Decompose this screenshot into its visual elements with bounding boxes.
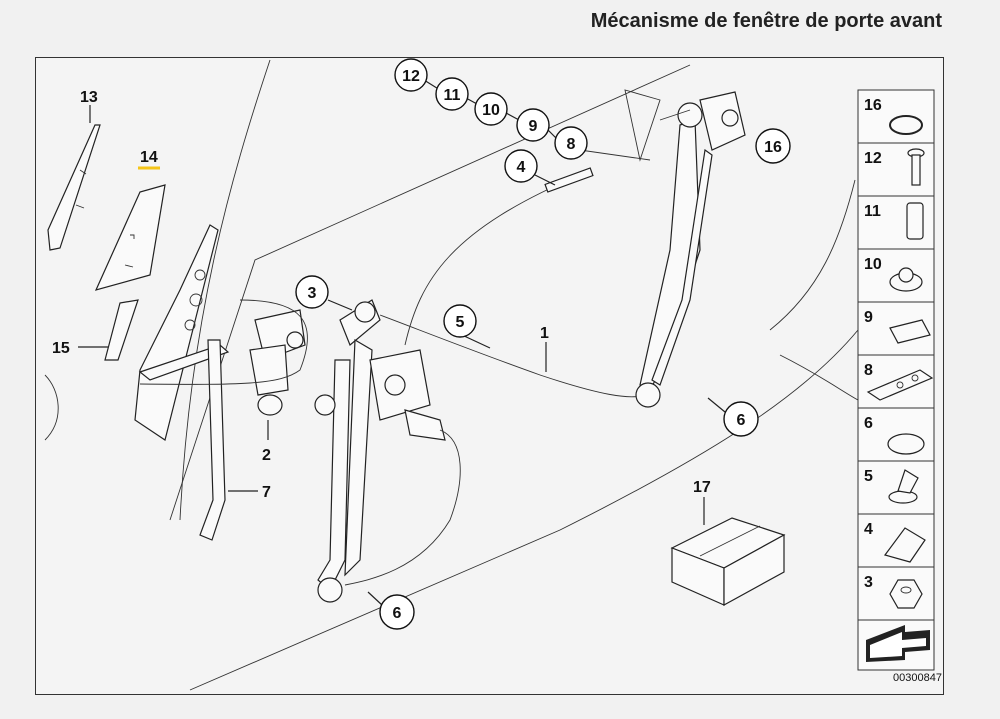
svg-text:9: 9 <box>529 118 538 135</box>
bolt-icon <box>907 148 925 186</box>
bracket-icon <box>866 369 934 401</box>
guide-marker <box>624 89 661 162</box>
callout-12: 12 <box>394 58 428 92</box>
reference-number: 00300847 <box>893 672 942 684</box>
callout-3: 3 <box>295 275 329 309</box>
arrow-icon <box>866 625 930 662</box>
leader-4 <box>534 174 556 186</box>
callout-10: 10 <box>474 92 508 126</box>
hex-nut-icon <box>889 579 923 609</box>
callout-16: 16 <box>755 128 791 164</box>
callout-8: 8 <box>554 126 588 160</box>
callout-5: 5 <box>443 304 477 338</box>
label-15: 15 <box>52 340 70 357</box>
plug-icon <box>887 433 925 455</box>
door-outline-edge <box>44 374 59 441</box>
part-2-motor <box>139 299 308 416</box>
door-outline-right <box>779 354 859 401</box>
door-outline-bottom <box>189 329 859 691</box>
legend-9: 9 <box>864 309 873 326</box>
part-4-sheath <box>544 167 594 193</box>
svg-text:12: 12 <box>402 68 420 85</box>
svg-text:6: 6 <box>737 412 746 429</box>
legend-10: 10 <box>864 256 882 273</box>
label-13: 13 <box>80 89 98 106</box>
callout-6b: 6 <box>379 594 415 630</box>
svg-text:4: 4 <box>517 159 526 176</box>
leader-6a <box>707 397 726 413</box>
spacer-icon <box>906 202 924 240</box>
legend-5: 5 <box>864 468 873 485</box>
legend-12: 12 <box>864 150 882 167</box>
svg-text:10: 10 <box>482 102 500 119</box>
part-14-glass <box>94 184 166 291</box>
label-17: 17 <box>693 479 711 496</box>
leader-3 <box>327 299 353 311</box>
svg-text:6: 6 <box>393 605 402 622</box>
part-13-trim <box>47 124 101 251</box>
svg-text:5: 5 <box>456 314 465 331</box>
part-1-regulator-right <box>635 91 746 408</box>
part-1-regulator-left <box>314 299 461 603</box>
part-1-cable <box>379 314 646 398</box>
clamp-icon <box>883 527 926 563</box>
part-17-box <box>670 517 786 607</box>
callout-9: 9 <box>516 108 550 142</box>
diagram-title: Mécanisme de fenêtre de porte avant <box>590 10 942 32</box>
cable-holder-icon <box>888 469 919 504</box>
label-7: 7 <box>262 484 271 501</box>
parts-legend: 16 12 11 10 9 8 6 5 4 3 <box>857 89 935 671</box>
legend-3: 3 <box>864 574 873 591</box>
cable-upper <box>404 174 581 346</box>
o-ring-icon <box>889 115 923 135</box>
door-outline-rear <box>769 179 856 331</box>
callout-11: 11 <box>435 77 469 111</box>
svg-text:8: 8 <box>567 136 576 153</box>
leader-6b <box>367 591 383 606</box>
nut-icon <box>889 267 923 292</box>
callout-4: 4 <box>504 149 538 183</box>
svg-text:11: 11 <box>444 87 461 104</box>
clip-plate-icon <box>889 319 931 344</box>
svg-text:16: 16 <box>764 139 782 156</box>
diagram-frame <box>35 57 944 695</box>
leader-5 <box>461 334 491 349</box>
part-7-guide-rail <box>199 339 226 541</box>
leader-8 <box>579 109 691 161</box>
part-mirror-triangle <box>134 224 230 441</box>
part-15-seal <box>104 299 139 361</box>
svg-text:3: 3 <box>308 285 317 302</box>
window-line-top <box>169 64 691 521</box>
legend-16: 16 <box>864 97 882 114</box>
label-1: 1 <box>540 325 549 342</box>
label-2: 2 <box>262 447 271 464</box>
door-outline-left <box>179 59 271 521</box>
legend-11: 11 <box>864 203 881 220</box>
legend-8: 8 <box>864 362 873 379</box>
chain-9-8 <box>547 129 557 139</box>
legend-6: 6 <box>864 415 873 432</box>
legend-4: 4 <box>864 521 873 538</box>
label-14: 14 <box>140 149 158 166</box>
callout-6a: 6 <box>723 401 759 437</box>
chain-10-9 <box>505 112 520 121</box>
